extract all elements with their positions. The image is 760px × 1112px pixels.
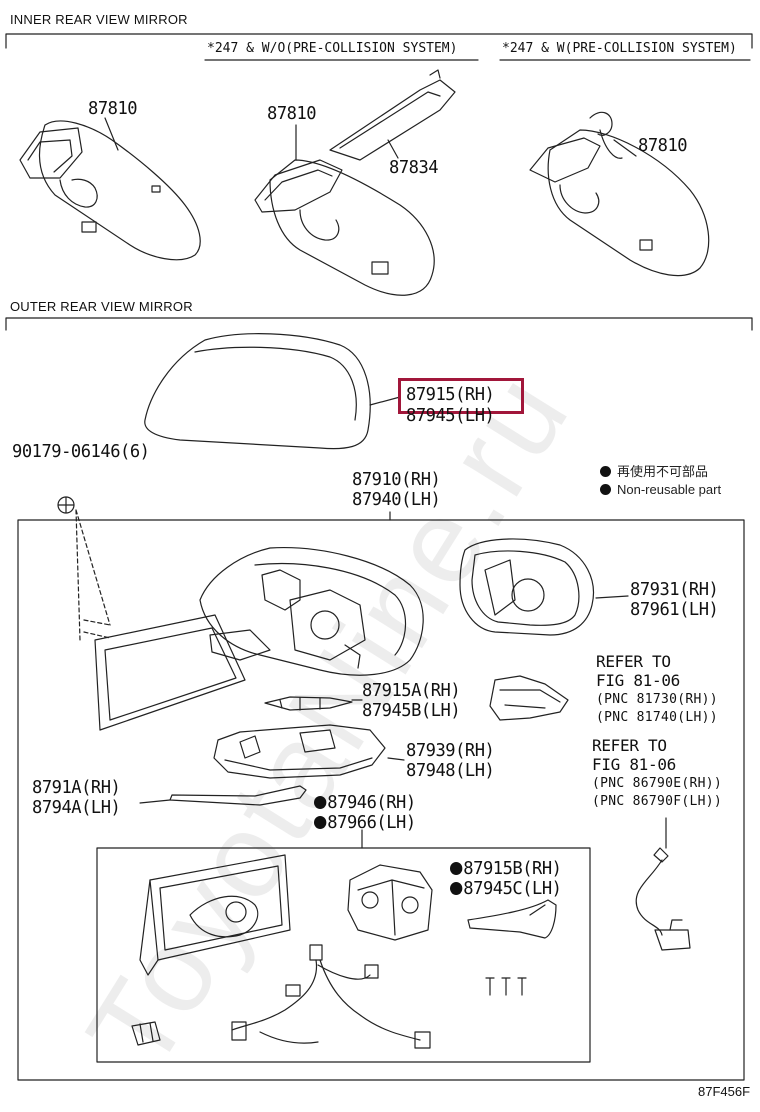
refer-2-pnc-rh: (PNC 86790E(RH)) bbox=[592, 776, 723, 791]
refer-1-pnc-lh: (PNC 81740(LH)) bbox=[596, 710, 718, 725]
clip-90179 bbox=[57, 496, 75, 514]
part-87946-rh[interactable]: 87946(RH) bbox=[314, 792, 416, 813]
mirror-cover bbox=[144, 333, 371, 450]
outer-section-frame bbox=[5, 317, 753, 331]
part-87834[interactable]: 87834 bbox=[389, 157, 439, 178]
refer-1-pnc-rh: (PNC 81730(RH)) bbox=[596, 692, 718, 707]
note-with-pcs: *247 & W(PRE-COLLISION SYSTEM) bbox=[502, 41, 737, 56]
part-8791a-rh[interactable]: 8791A(RH) bbox=[32, 777, 121, 798]
leader-87834 bbox=[387, 139, 399, 159]
inner-section-title: INNER REAR VIEW MIRROR bbox=[10, 12, 188, 27]
screws bbox=[485, 977, 527, 996]
part-8794a-lh[interactable]: 8794A(LH) bbox=[32, 797, 121, 818]
part-87945b-lh[interactable]: 87945B(LH) bbox=[362, 700, 461, 721]
non-reusable-dot-icon bbox=[600, 466, 611, 477]
clip-leader bbox=[75, 509, 111, 641]
non-reusable-dot-icon bbox=[314, 816, 327, 829]
legend-english: Non-reusable part bbox=[600, 482, 721, 497]
part-87945-lh[interactable]: 87945(LH) bbox=[406, 405, 495, 426]
refer-1-line-1: REFER TO bbox=[596, 652, 671, 671]
inner-mirror-a bbox=[19, 120, 201, 261]
part-87966-lh[interactable]: 87966(LH) bbox=[314, 812, 416, 833]
part-87910-rh[interactable]: 87910(RH) bbox=[352, 469, 441, 490]
refer-2-pnc-lh: (PNC 86790F(LH)) bbox=[592, 794, 723, 809]
part-87915a-rh[interactable]: 87915A(RH) bbox=[362, 680, 461, 701]
leader-87915 bbox=[369, 396, 401, 406]
mirror-base bbox=[459, 538, 594, 636]
leader-87810-a bbox=[104, 117, 119, 151]
non-reusable-dot-icon bbox=[450, 862, 463, 875]
assembly-frame bbox=[17, 519, 745, 1081]
inner-section-frame bbox=[5, 33, 753, 49]
actuator-motor bbox=[347, 864, 433, 941]
part-87810-a[interactable]: 87810 bbox=[88, 98, 138, 119]
heater-strip bbox=[467, 899, 557, 939]
clip-block bbox=[131, 1021, 161, 1046]
leader-87931 bbox=[595, 595, 629, 599]
mirror-glass bbox=[83, 614, 246, 731]
highlight-box bbox=[398, 378, 524, 414]
lamp-housing bbox=[213, 724, 386, 779]
figure-code: 87F456F bbox=[698, 1084, 751, 1099]
non-reusable-dot-icon bbox=[600, 484, 611, 495]
part-87810-b[interactable]: 87810 bbox=[267, 103, 317, 124]
part-87940-lh[interactable]: 87940(LH) bbox=[352, 489, 441, 510]
part-87961-lh[interactable]: 87961(LH) bbox=[630, 599, 719, 620]
turn-signal-lens bbox=[264, 696, 353, 711]
actuator-plate bbox=[139, 854, 291, 976]
leader-8791a bbox=[139, 799, 171, 804]
part-87948-lh[interactable]: 87948(LH) bbox=[406, 760, 495, 781]
part-90179-06146[interactable]: 90179-06146(6) bbox=[12, 441, 150, 462]
non-reusable-dot-icon bbox=[450, 882, 463, 895]
wire-harness bbox=[231, 944, 431, 1049]
inner-mirror-c bbox=[529, 111, 710, 277]
garnish-strip bbox=[169, 785, 307, 806]
outer-section-title: OUTER REAR VIEW MIRROR bbox=[10, 299, 193, 314]
side-lamp-unit bbox=[489, 675, 569, 721]
refer-1-line-2[interactable]: FIG 81-06 bbox=[596, 671, 680, 690]
part-87915b-rh[interactable]: 87915B(RH) bbox=[450, 858, 562, 879]
refer-2-line-1: REFER TO bbox=[592, 736, 667, 755]
refer-2-line-2[interactable]: FIG 81-06 bbox=[592, 755, 676, 774]
leader-87810-c bbox=[613, 139, 637, 157]
legend-japanese: 再使用不可部品 bbox=[600, 461, 708, 480]
sub-assembly-frame bbox=[96, 847, 591, 1063]
leader-87939 bbox=[387, 757, 405, 761]
note-without-pcs: *247 & W/O(PRE-COLLISION SYSTEM) bbox=[207, 41, 458, 56]
part-87945c-lh[interactable]: 87945C(LH) bbox=[450, 878, 562, 899]
non-reusable-dot-icon bbox=[314, 796, 327, 809]
part-87810-c[interactable]: 87810 bbox=[638, 135, 688, 156]
mirror-housing bbox=[199, 547, 424, 676]
inner-mirror-b bbox=[254, 69, 456, 296]
part-87931-rh[interactable]: 87931(RH) bbox=[630, 579, 719, 600]
side-camera-cable bbox=[635, 847, 691, 951]
part-87915-rh[interactable]: 87915(RH) bbox=[406, 384, 495, 405]
part-87939-rh[interactable]: 87939(RH) bbox=[406, 740, 495, 761]
